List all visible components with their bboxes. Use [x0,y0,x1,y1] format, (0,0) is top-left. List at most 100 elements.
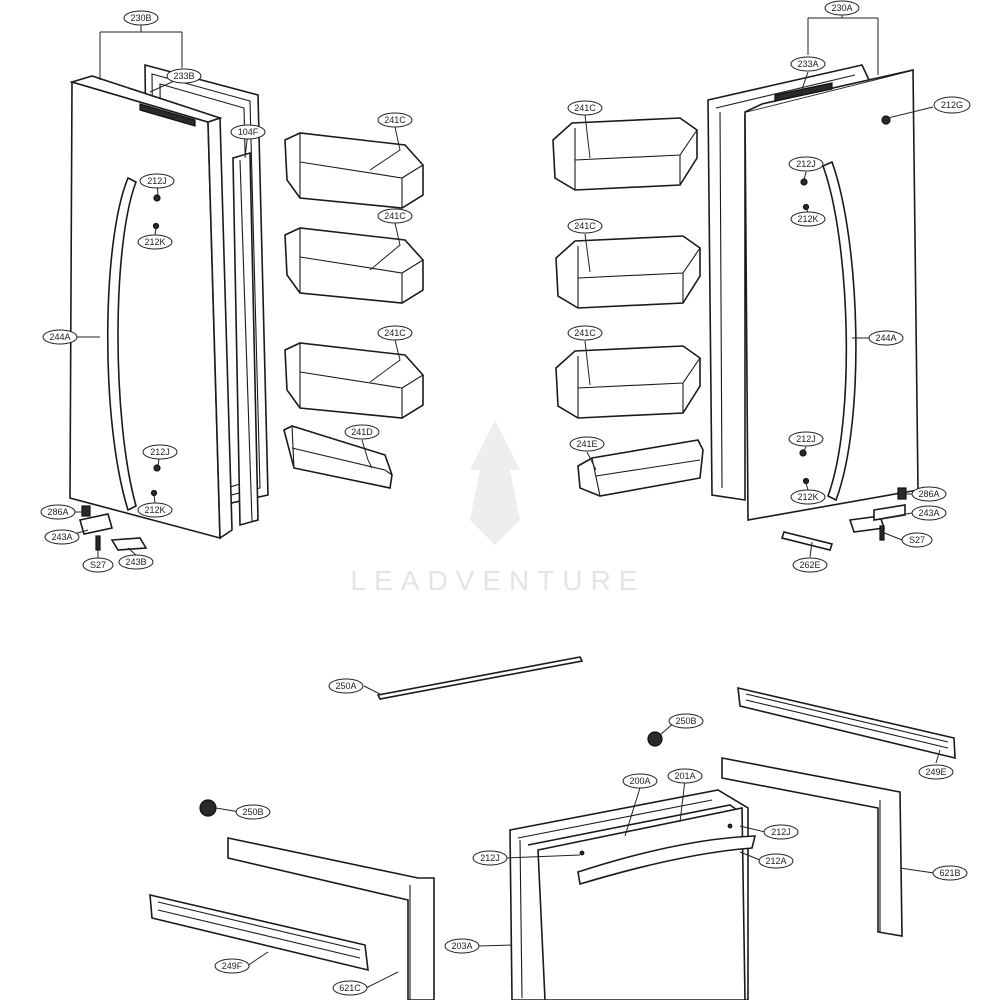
callout-243A-left: 243A [44,529,80,545]
callout-241C-right-3: 241C [567,325,603,341]
callout-text: 241E [576,439,597,449]
callout-text: 241D [351,427,373,437]
callout-text: 241C [574,221,596,231]
callout-243A-right: 243A [911,505,947,521]
callout-212G: 212G [933,96,971,114]
callout-241C-left-1: 241C [377,112,413,128]
callout-212J-right-2: 212J [788,431,824,447]
callout-text: 212K [797,214,818,224]
callout-230A: 230A [824,0,860,16]
callout-621C: 621C [332,980,368,996]
callout-203A: 203A [444,938,480,954]
callout-241C-left-2: 241C [377,208,413,224]
callout-text: 241C [384,328,406,338]
callout-text: 201A [674,771,695,781]
callout-text: 621B [939,868,960,878]
callout-text: 212J [771,827,791,837]
callout-S27-left: S27 [82,557,114,573]
right-door-bins [552,117,704,497]
left-door-assembly [69,63,269,551]
callout-244A-left: 244A [42,329,78,345]
callout-text: 250B [675,716,696,726]
callout-text: 212J [150,447,170,457]
callout-text: 230A [831,3,852,13]
callout-250B-left: 250B [235,804,271,820]
callout-text: 212K [797,492,818,502]
callout-212J-left-1: 212J [139,173,175,189]
callout-241C-right-2: 241C [567,218,603,234]
callout-250A: 250A [328,678,364,694]
callout-text: 212G [941,100,963,110]
callout-249E: 249E [918,764,954,780]
callout-262E: 262E [792,557,828,573]
callout-212K-right-1: 212K [790,211,826,227]
callout-text: 250A [335,681,356,691]
callout-212K-right-2: 212K [790,489,826,505]
watermark-text: LEADVENTURE [351,565,646,596]
callout-text: 241C [574,103,596,113]
callout-249F: 249F [214,958,250,974]
callout-212J-left-2: 212J [142,444,178,460]
callout-212K-left-1: 212K [137,234,173,250]
callout-212J-drawer-right: 212J [763,824,799,840]
callout-text: 262E [799,560,820,570]
callout-212A: 212A [758,853,794,869]
watermark: LEADVENTURE [351,420,646,596]
callout-200A: 200A [622,773,658,789]
callout-text: 244A [49,332,70,342]
callout-241C-left-3: 241C [377,325,413,341]
callout-230B: 230B [123,10,159,26]
callout-244A-right: 244A [868,330,904,346]
callout-text: 212K [144,505,165,515]
callout-text: 230B [130,13,151,23]
callout-text: 212K [144,237,165,247]
callout-text: 233B [173,71,194,81]
callout-text: 212J [796,159,816,169]
callout-212J-right-1: 212J [788,156,824,172]
callout-286A-left: 286A [40,504,76,520]
callout-labels: 230B 233B 104F 212J 212K 244A 212J 212K … [40,0,971,996]
callout-text: 241C [574,328,596,338]
callout-text: 249F [222,961,243,971]
callout-text: 243B [125,557,146,567]
callout-text: 250B [242,807,263,817]
callout-241C-right-1: 241C [567,100,603,116]
callout-621B: 621B [932,865,968,881]
callout-text: 241C [384,211,406,221]
callout-text: 241C [384,115,406,125]
callout-201A: 201A [667,768,703,784]
callout-text: 243A [918,508,939,518]
callout-text: 249E [925,767,946,777]
callout-text: 200A [629,776,650,786]
callout-text: S27 [90,560,106,570]
callout-S27-right: S27 [901,532,933,548]
callout-text: 243A [51,532,72,542]
left-door-bins [283,132,424,489]
callout-212J-drawer-left: 212J [472,850,508,866]
callout-text: 286A [47,507,68,517]
callout-text: S27 [909,535,925,545]
callout-text: 212A [765,856,786,866]
callout-243B: 243B [118,554,154,570]
callout-text: 212J [480,853,500,863]
callout-241E: 241E [569,436,605,452]
callout-241D: 241D [344,424,380,440]
right-door-assembly [707,64,919,551]
callout-104F: 104F [230,124,266,140]
callout-text: 104F [238,127,259,137]
callout-text: 233A [797,59,818,69]
callout-233B: 233B [166,68,202,84]
callout-212K-left-2: 212K [137,502,173,518]
callout-text: 621C [339,983,361,993]
callout-286A-right: 286A [911,486,947,502]
leader-lines [62,14,941,989]
callout-250B-right: 250B [668,713,704,729]
callout-text: 212J [147,176,167,186]
callout-text: 203A [451,941,472,951]
callout-233A: 233A [790,56,826,72]
drawer-assembly [149,656,956,1000]
callout-text: 244A [875,333,896,343]
callout-text: 212J [796,434,816,444]
callout-text: 286A [918,489,939,499]
